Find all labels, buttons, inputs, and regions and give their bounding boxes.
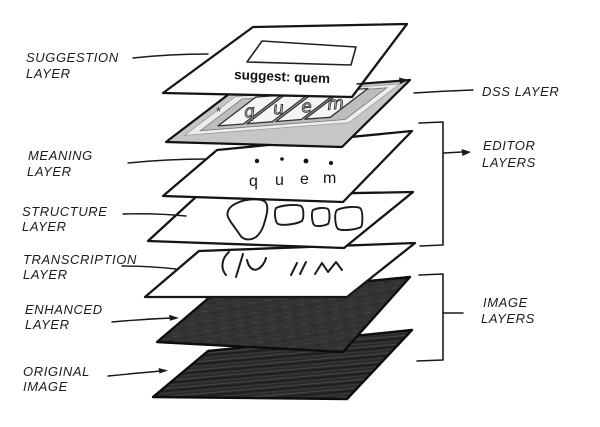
- leader-dss-arrow: [356, 80, 401, 85]
- dss-letter-e: e: [300, 97, 312, 118]
- editor-bracket-arrow-line: [443, 151, 463, 154]
- label-image-line1: IMAGE: [483, 295, 528, 310]
- label-enhanced-line2: LAYER: [25, 317, 70, 332]
- suggestion-text: suggest: quem: [234, 67, 331, 86]
- label-enhanced-line1: ENHANCED: [25, 302, 103, 317]
- meaning-layer-sheet: q u e m: [161, 129, 414, 204]
- dss-letter-q: q: [243, 102, 256, 123]
- label-suggestion-line2: LAYER: [26, 66, 71, 81]
- arrowhead-original: [158, 368, 168, 374]
- editor-layers-bracket: [418, 121, 444, 247]
- label-structure-line2: LAYER: [22, 219, 67, 234]
- meaning-letter-e: e: [300, 171, 309, 188]
- leader-meaning: [127, 158, 208, 164]
- label-suggestion-line1: SUGGESTION: [26, 50, 119, 65]
- left-labels: SUGGESTION LAYER MEANING LAYER STRUCTURE…: [22, 50, 137, 394]
- meaning-letter-q: q: [249, 173, 258, 190]
- structure-blobs: [226, 198, 364, 241]
- leader-dss: [413, 89, 474, 94]
- arrowhead-editor: [461, 149, 471, 156]
- label-transcription-line1: TRANSCRIPTION: [23, 252, 137, 267]
- leader-enhanced: [111, 317, 173, 323]
- label-dss: DSS LAYER: [482, 84, 559, 99]
- label-original-line2: IMAGE: [23, 379, 68, 394]
- suggestion-inner-box: [246, 40, 357, 66]
- arrowhead-enhanced: [169, 314, 179, 321]
- label-editor-line1: EDITOR: [483, 138, 535, 153]
- label-editor-line2: LAYERS: [482, 155, 536, 170]
- dss-letter-m: m: [326, 93, 344, 114]
- meaning-letter-u: u: [275, 172, 284, 189]
- leader-original: [107, 370, 162, 377]
- label-meaning-line1: MEANING: [28, 148, 93, 163]
- arrowheads: [158, 77, 471, 374]
- label-meaning-line2: LAYER: [27, 164, 72, 179]
- structure-layer-sheet: [146, 190, 415, 250]
- transcription-pen-strokes: [221, 251, 343, 278]
- meaning-letter-m: m: [323, 170, 336, 187]
- leader-transcription: [121, 265, 177, 270]
- leader-suggestion: [132, 53, 209, 59]
- label-transcription-line2: LAYER: [23, 267, 68, 282]
- dss-letter-u: u: [272, 99, 285, 120]
- meaning-dots: [254, 157, 333, 165]
- right-labels: DSS LAYER EDITOR LAYERS IMAGE LAYERS: [481, 84, 559, 326]
- label-original-line1: ORIGINAL: [23, 364, 90, 379]
- transcription-layer-sheet: [143, 241, 417, 299]
- leader-structure: [122, 213, 187, 217]
- dss-marker: *: [216, 104, 221, 119]
- leader-lines: [107, 53, 474, 377]
- arrowhead-dss: [399, 77, 409, 84]
- label-structure-line1: STRUCTURE: [22, 204, 108, 219]
- brackets: [416, 121, 464, 362]
- label-image-line2: LAYERS: [481, 311, 535, 326]
- image-layers-bracket: [416, 273, 444, 362]
- suggestion-layer-sheet: suggest: quem: [161, 22, 409, 99]
